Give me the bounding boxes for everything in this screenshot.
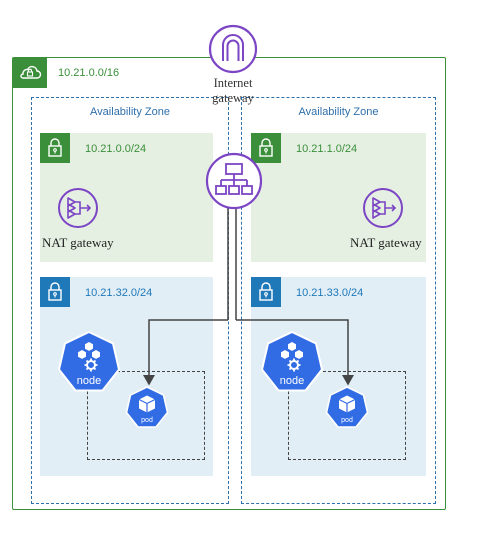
kubernetes-node-icon: node	[260, 330, 324, 392]
public-subnet-2: 10.21.1.0/24	[251, 133, 426, 262]
pod-label: pod	[141, 417, 153, 424]
node-label: node	[280, 375, 304, 387]
internet-gateway-label: Internet gateway	[198, 76, 268, 106]
nat-gateway-icon	[363, 188, 403, 228]
nat-gateway-label: NAT gateway	[42, 235, 114, 250]
node-group-1	[87, 371, 205, 460]
az-label: Availability Zone	[298, 106, 379, 118]
node-label: node	[77, 375, 101, 387]
subnet-badge	[40, 277, 70, 307]
subnet-cidr-label: 10.21.33.0/24	[296, 287, 364, 299]
kubernetes-pod-icon: pod	[125, 386, 169, 428]
subnet-cidr-label: 10.21.32.0/24	[85, 287, 153, 299]
internet-gateway-label-line2: gateway	[212, 91, 254, 105]
router-icon	[205, 152, 263, 210]
nat-gateway-label: NAT gateway	[350, 235, 422, 250]
internet-gateway-icon	[208, 24, 258, 74]
kubernetes-node-icon: node	[57, 330, 121, 392]
internet-gateway-label-line1: Internet	[213, 76, 253, 90]
nat-gateway-icon	[58, 188, 98, 228]
pod-label: pod	[341, 417, 353, 424]
subnet-badge	[251, 277, 281, 307]
node-group-2	[288, 371, 406, 460]
vpc-cidr-label: 10.21.0.0/16	[58, 67, 120, 79]
availability-zone-2: Availability Zone	[241, 97, 436, 504]
lock-icon	[259, 138, 273, 157]
subnet-badge	[251, 133, 281, 163]
lock-icon	[48, 138, 62, 157]
public-subnet-1: 10.21.0.0/24	[40, 133, 213, 262]
subnet-badge	[40, 133, 70, 163]
subnet-cidr-label: 10.21.0.0/24	[85, 143, 147, 155]
lock-icon	[48, 282, 62, 301]
kubernetes-pod-icon: pod	[325, 386, 369, 428]
vpc-badge	[13, 58, 47, 88]
subnet-cidr-label: 10.21.1.0/24	[296, 143, 358, 155]
lock-icon	[259, 282, 273, 301]
az-label: Availability Zone	[90, 106, 170, 118]
cloud-icon	[20, 65, 42, 79]
